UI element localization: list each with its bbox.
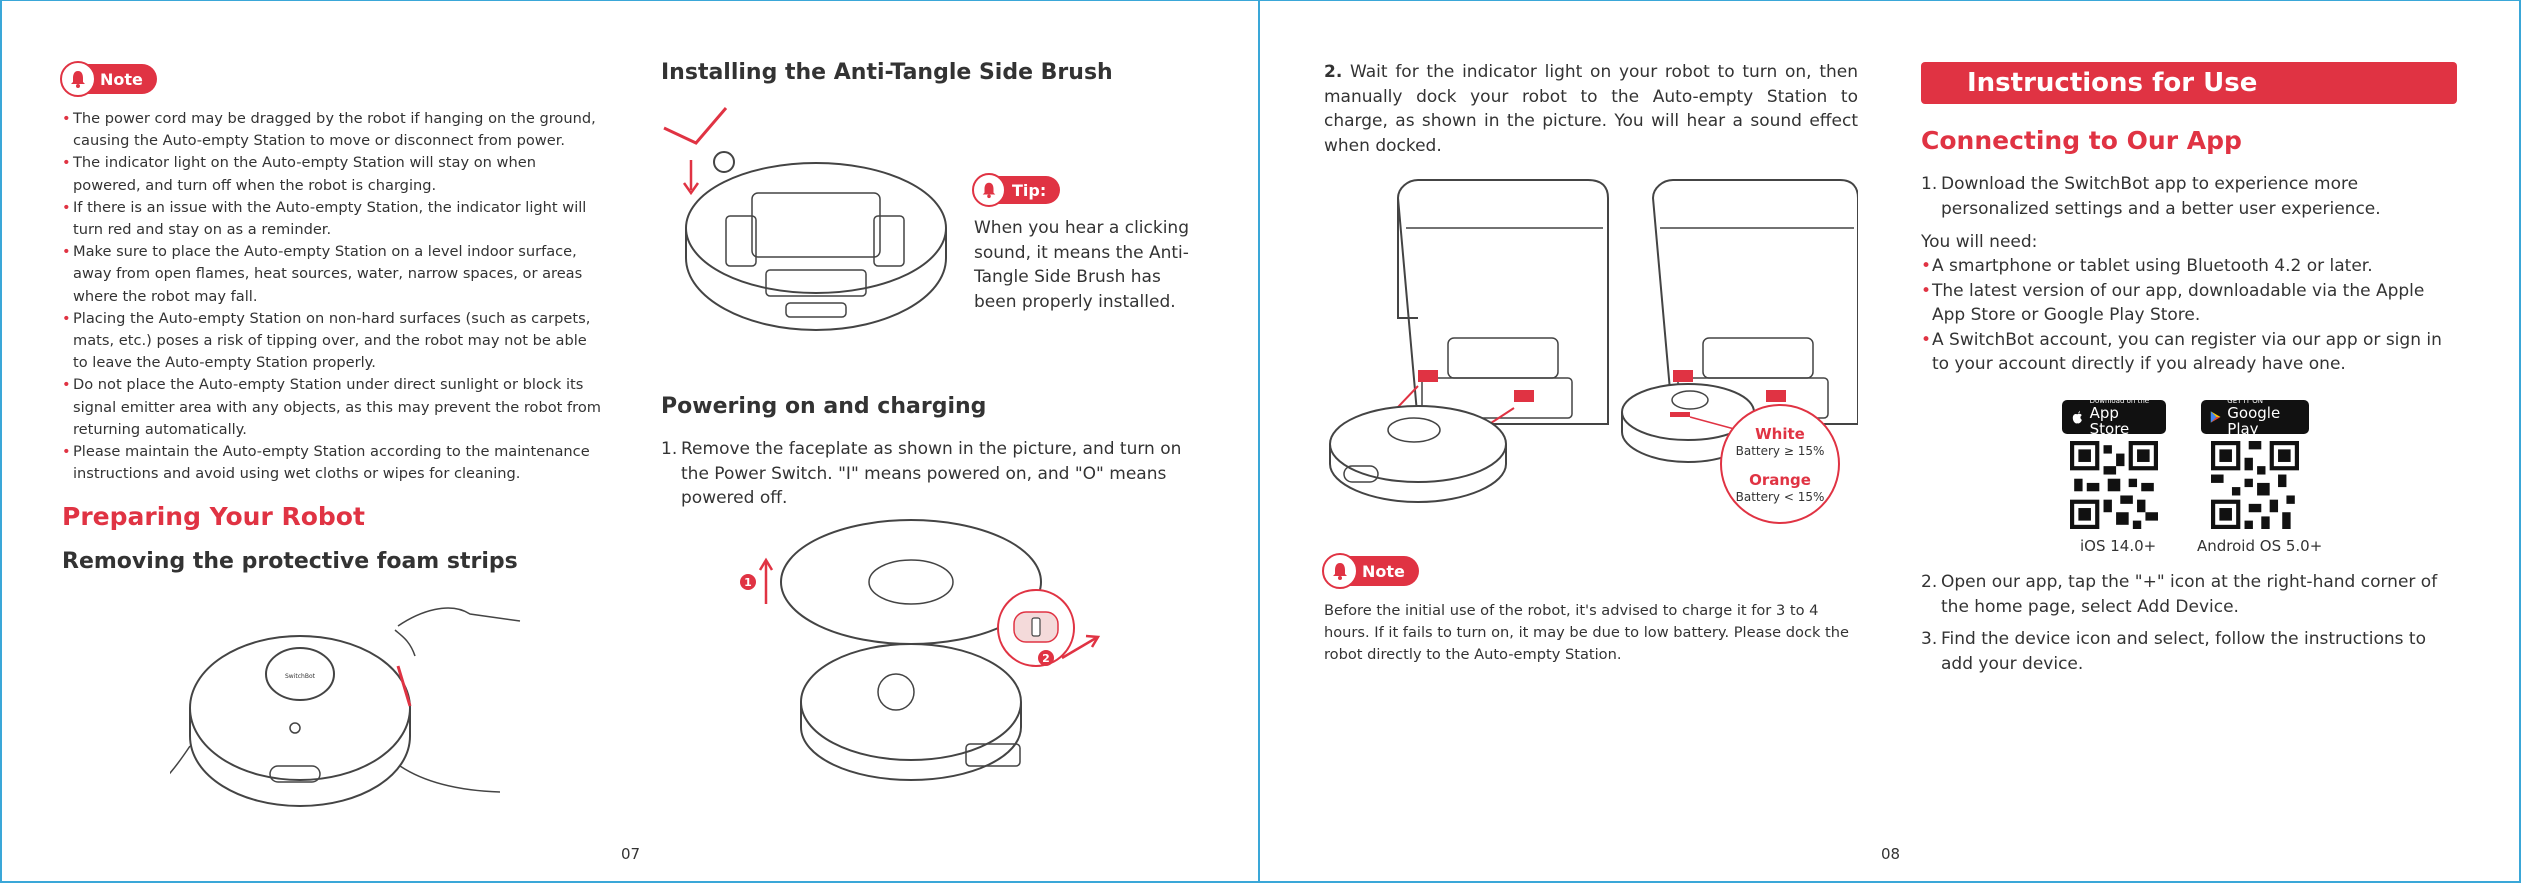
app-store-small: Download on the bbox=[2089, 397, 2150, 405]
app-step: 2. Open our app, tap the "+" icon at the… bbox=[1921, 570, 2461, 619]
step2-paragraph: 2. Wait for the indicator light on your … bbox=[1324, 60, 1858, 158]
callout-1: 1 bbox=[744, 576, 752, 589]
connecting-heading: Connecting to Our App bbox=[1921, 126, 2242, 155]
need-item: The latest version of our app, downloada… bbox=[1921, 279, 2461, 328]
ios-caption: iOS 14.0+ bbox=[2080, 537, 2157, 555]
step-number: 1. bbox=[661, 439, 678, 459]
qr-code-icon[interactable] bbox=[2211, 441, 2299, 529]
indicator-white-label: White bbox=[1755, 425, 1805, 443]
step-text: Find the device icon and select, follow … bbox=[1941, 629, 2426, 674]
step-number: 2. bbox=[1324, 62, 1343, 82]
app-steps-first: 1. Download the SwitchBot app to experie… bbox=[1921, 172, 2461, 221]
qr-code-icon[interactable] bbox=[2070, 441, 2158, 529]
indicator-orange-label: Orange bbox=[1749, 471, 1811, 489]
section-title: Instructions for Use bbox=[1967, 68, 2258, 98]
step-number: 1. bbox=[1921, 174, 1938, 194]
indicator-orange-desc: Battery < 15% bbox=[1735, 490, 1825, 504]
preparing-heading: Preparing Your Robot bbox=[62, 502, 365, 531]
you-will-need: You will need: bbox=[1921, 232, 2038, 252]
google-play-icon bbox=[2210, 411, 2221, 423]
note-bullet: Placing the Auto-empty Station on non-ha… bbox=[62, 308, 604, 375]
need-item: A SwitchBot account, you can register vi… bbox=[1921, 328, 2461, 377]
removing-heading: Removing the protective foam strips bbox=[62, 549, 518, 574]
android-caption: Android OS 5.0+ bbox=[2197, 537, 2323, 555]
step-text: Open our app, tap the "+" icon at the ri… bbox=[1941, 572, 2438, 617]
bell-icon bbox=[1322, 553, 1358, 589]
powering-step: 1. Remove the faceplate as shown in the … bbox=[661, 437, 1201, 511]
note-bullet: The indicator light on the Auto-empty St… bbox=[62, 152, 604, 196]
tip-label: Tip: bbox=[1012, 180, 1047, 200]
robot-brand-text: SwitchBot bbox=[285, 673, 316, 680]
docking-illustration bbox=[1329, 179, 1858, 504]
need-item: A smartphone or tablet using Bluetooth 4… bbox=[1921, 254, 2461, 279]
anti-tangle-heading: Installing the Anti-Tangle Side Brush bbox=[661, 60, 1113, 85]
google-play-button[interactable]: GET IT ON Google Play bbox=[2201, 397, 2309, 438]
note-bullet-list: The power cord may be dragged by the rob… bbox=[62, 108, 604, 485]
robot-foam-illustration: SwitchBot bbox=[170, 607, 521, 808]
powering-steps: 1. Remove the faceplate as shown in the … bbox=[661, 437, 1201, 511]
google-play-small: GET IT ON bbox=[2227, 397, 2263, 405]
tip-text: When you hear a clicking sound, it means… bbox=[974, 218, 1189, 312]
note-badge: Note bbox=[1322, 553, 1419, 589]
apple-icon bbox=[2072, 410, 2082, 424]
step-text: Download the SwitchBot app to experience… bbox=[1941, 174, 2381, 219]
step-number: 2. bbox=[1921, 572, 1938, 592]
page-number-left: 07 bbox=[621, 845, 641, 863]
app-store-button[interactable]: Download on the App Store bbox=[2062, 397, 2166, 438]
app-store-big: App Store bbox=[2089, 404, 2130, 438]
side-brush-illustration bbox=[663, 107, 947, 332]
app-step: 3. Find the device icon and select, foll… bbox=[1921, 627, 2461, 676]
note-label: Note bbox=[100, 69, 143, 89]
section-title-bar: Instructions for Use bbox=[1921, 62, 2457, 104]
step-text: Wait for the indicator light on your rob… bbox=[1324, 62, 1858, 156]
step-text: Remove the faceplate as shown in the pic… bbox=[681, 439, 1182, 508]
indicator-white-desc: Battery ≥ 15% bbox=[1735, 444, 1825, 458]
note-bullet: Do not place the Auto-empty Station unde… bbox=[62, 374, 604, 441]
powering-heading: Powering on and charging bbox=[661, 394, 987, 419]
step-number: 3. bbox=[1921, 629, 1938, 649]
tip-badge: Tip: bbox=[972, 173, 1061, 207]
google-play-big: Google Play bbox=[2227, 404, 2281, 438]
note-bullet: If there is an issue with the Auto-empty… bbox=[62, 197, 604, 241]
note-bullet: Make sure to place the Auto-empty Statio… bbox=[62, 241, 604, 308]
indicator-callout: White Battery ≥ 15% Orange Battery < 15% bbox=[1720, 404, 1840, 524]
app-steps-rest: 2. Open our app, tap the "+" icon at the… bbox=[1921, 570, 2461, 676]
faceplate-illustration: 1 2 bbox=[740, 519, 1101, 782]
callout-2: 2 bbox=[1042, 652, 1050, 665]
bell-icon bbox=[60, 61, 96, 97]
note-badge: Note bbox=[60, 61, 157, 97]
page-number-right: 08 bbox=[1881, 845, 1901, 863]
page-spine bbox=[1258, 0, 1260, 883]
note-text: Before the initial use of the robot, it'… bbox=[1324, 602, 1850, 664]
needs-list: A smartphone or tablet using Bluetooth 4… bbox=[1921, 254, 2461, 377]
bell-icon bbox=[972, 173, 1006, 207]
app-step: 1. Download the SwitchBot app to experie… bbox=[1921, 172, 2461, 221]
note-label: Note bbox=[1362, 561, 1405, 581]
note-bullet: The power cord may be dragged by the rob… bbox=[62, 108, 604, 152]
note-bullet: Please maintain the Auto-empty Station a… bbox=[62, 441, 604, 485]
